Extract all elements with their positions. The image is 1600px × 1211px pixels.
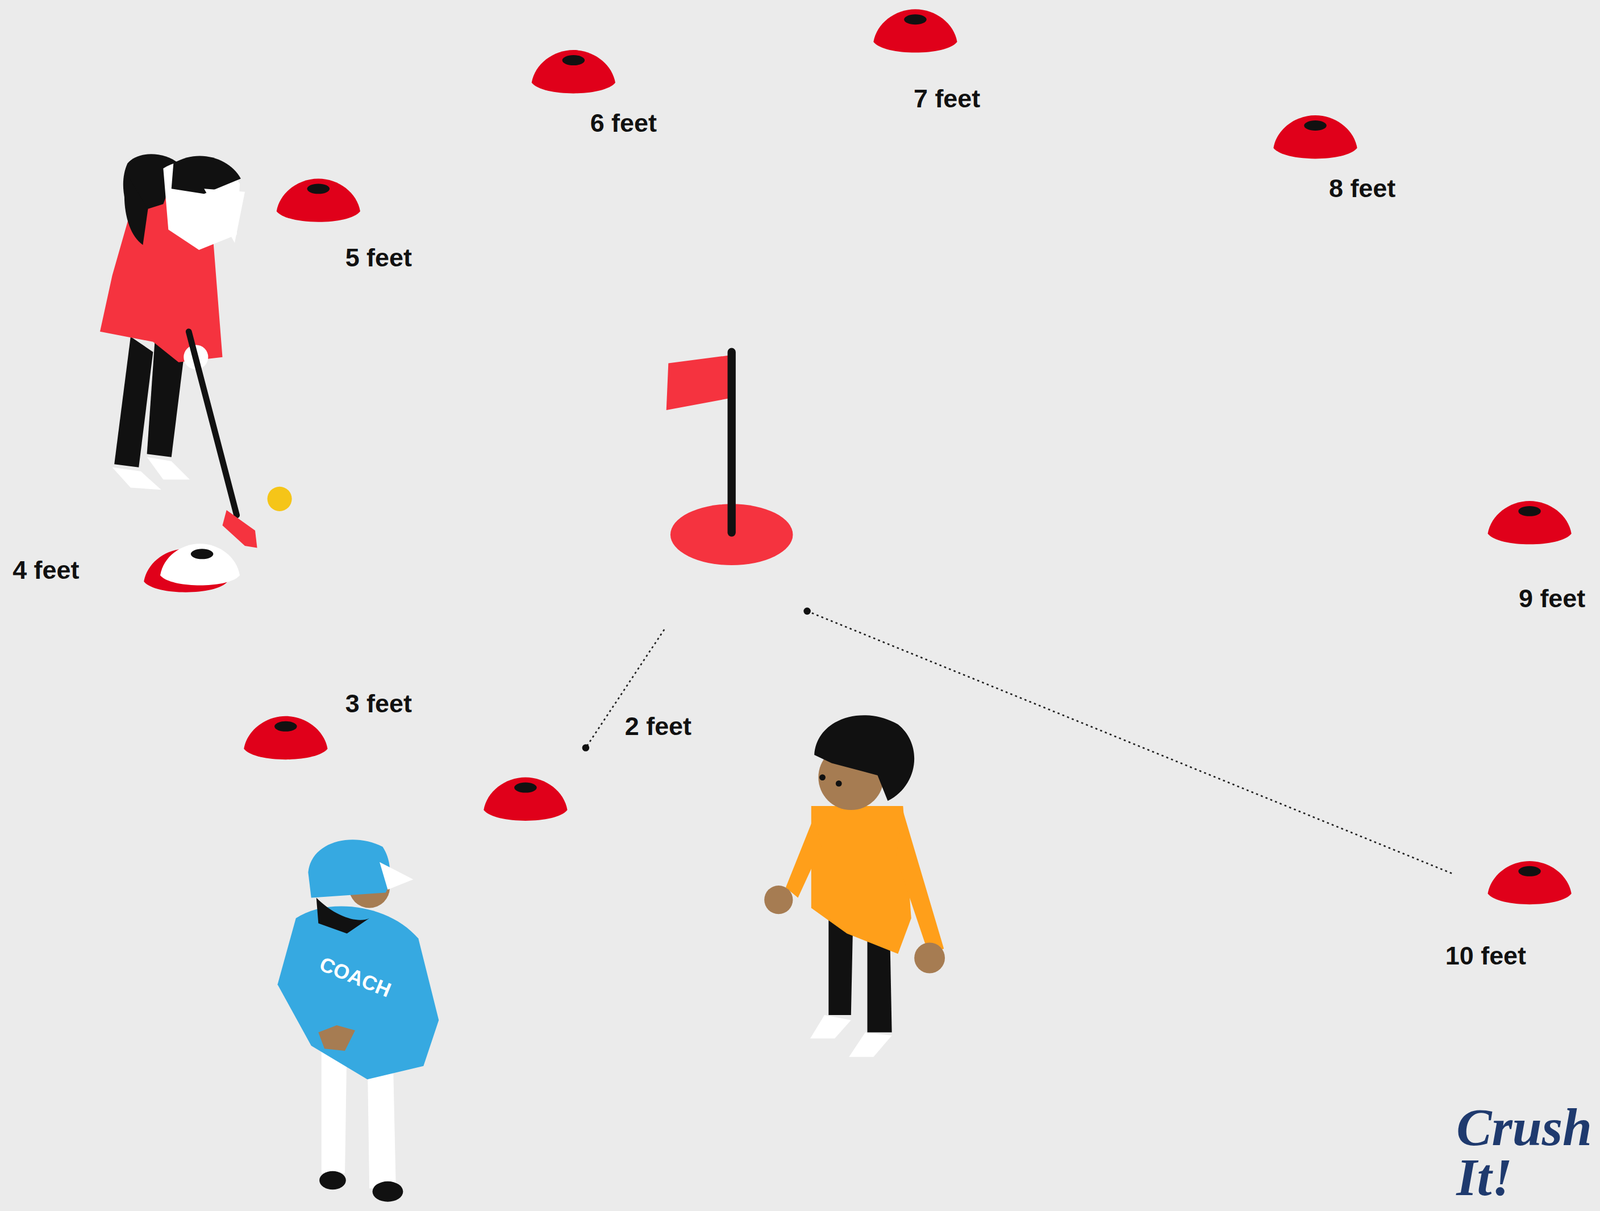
distance-label: 8 feet xyxy=(1328,174,1396,203)
leader-dot xyxy=(582,744,590,752)
watermark: Crush It! xyxy=(1456,1102,1593,1204)
distance-label: 7 feet xyxy=(913,84,981,113)
distance-label: 2 feet xyxy=(625,712,692,741)
flag xyxy=(666,355,732,411)
cone xyxy=(276,178,361,222)
flagpole xyxy=(727,352,736,533)
distance-label: 3 feet xyxy=(345,689,412,718)
player xyxy=(764,715,945,1058)
golfer xyxy=(100,153,258,548)
cone xyxy=(483,777,568,822)
distance-label: 5 feet xyxy=(345,244,412,273)
distance-label: 9 feet xyxy=(1518,584,1586,613)
cone xyxy=(1273,115,1357,159)
distance-label: 6 feet xyxy=(590,109,657,138)
distance-label: 4 feet xyxy=(12,556,79,585)
stacked-cones xyxy=(143,543,240,593)
cone xyxy=(1487,861,1572,905)
distance-label: 10 feet xyxy=(1445,942,1527,970)
cone xyxy=(531,50,616,94)
leader-dot xyxy=(803,607,811,616)
cone xyxy=(1487,501,1572,545)
golf-ball xyxy=(267,486,293,512)
coach xyxy=(277,839,439,1202)
cone xyxy=(243,716,328,760)
cone xyxy=(873,9,957,53)
